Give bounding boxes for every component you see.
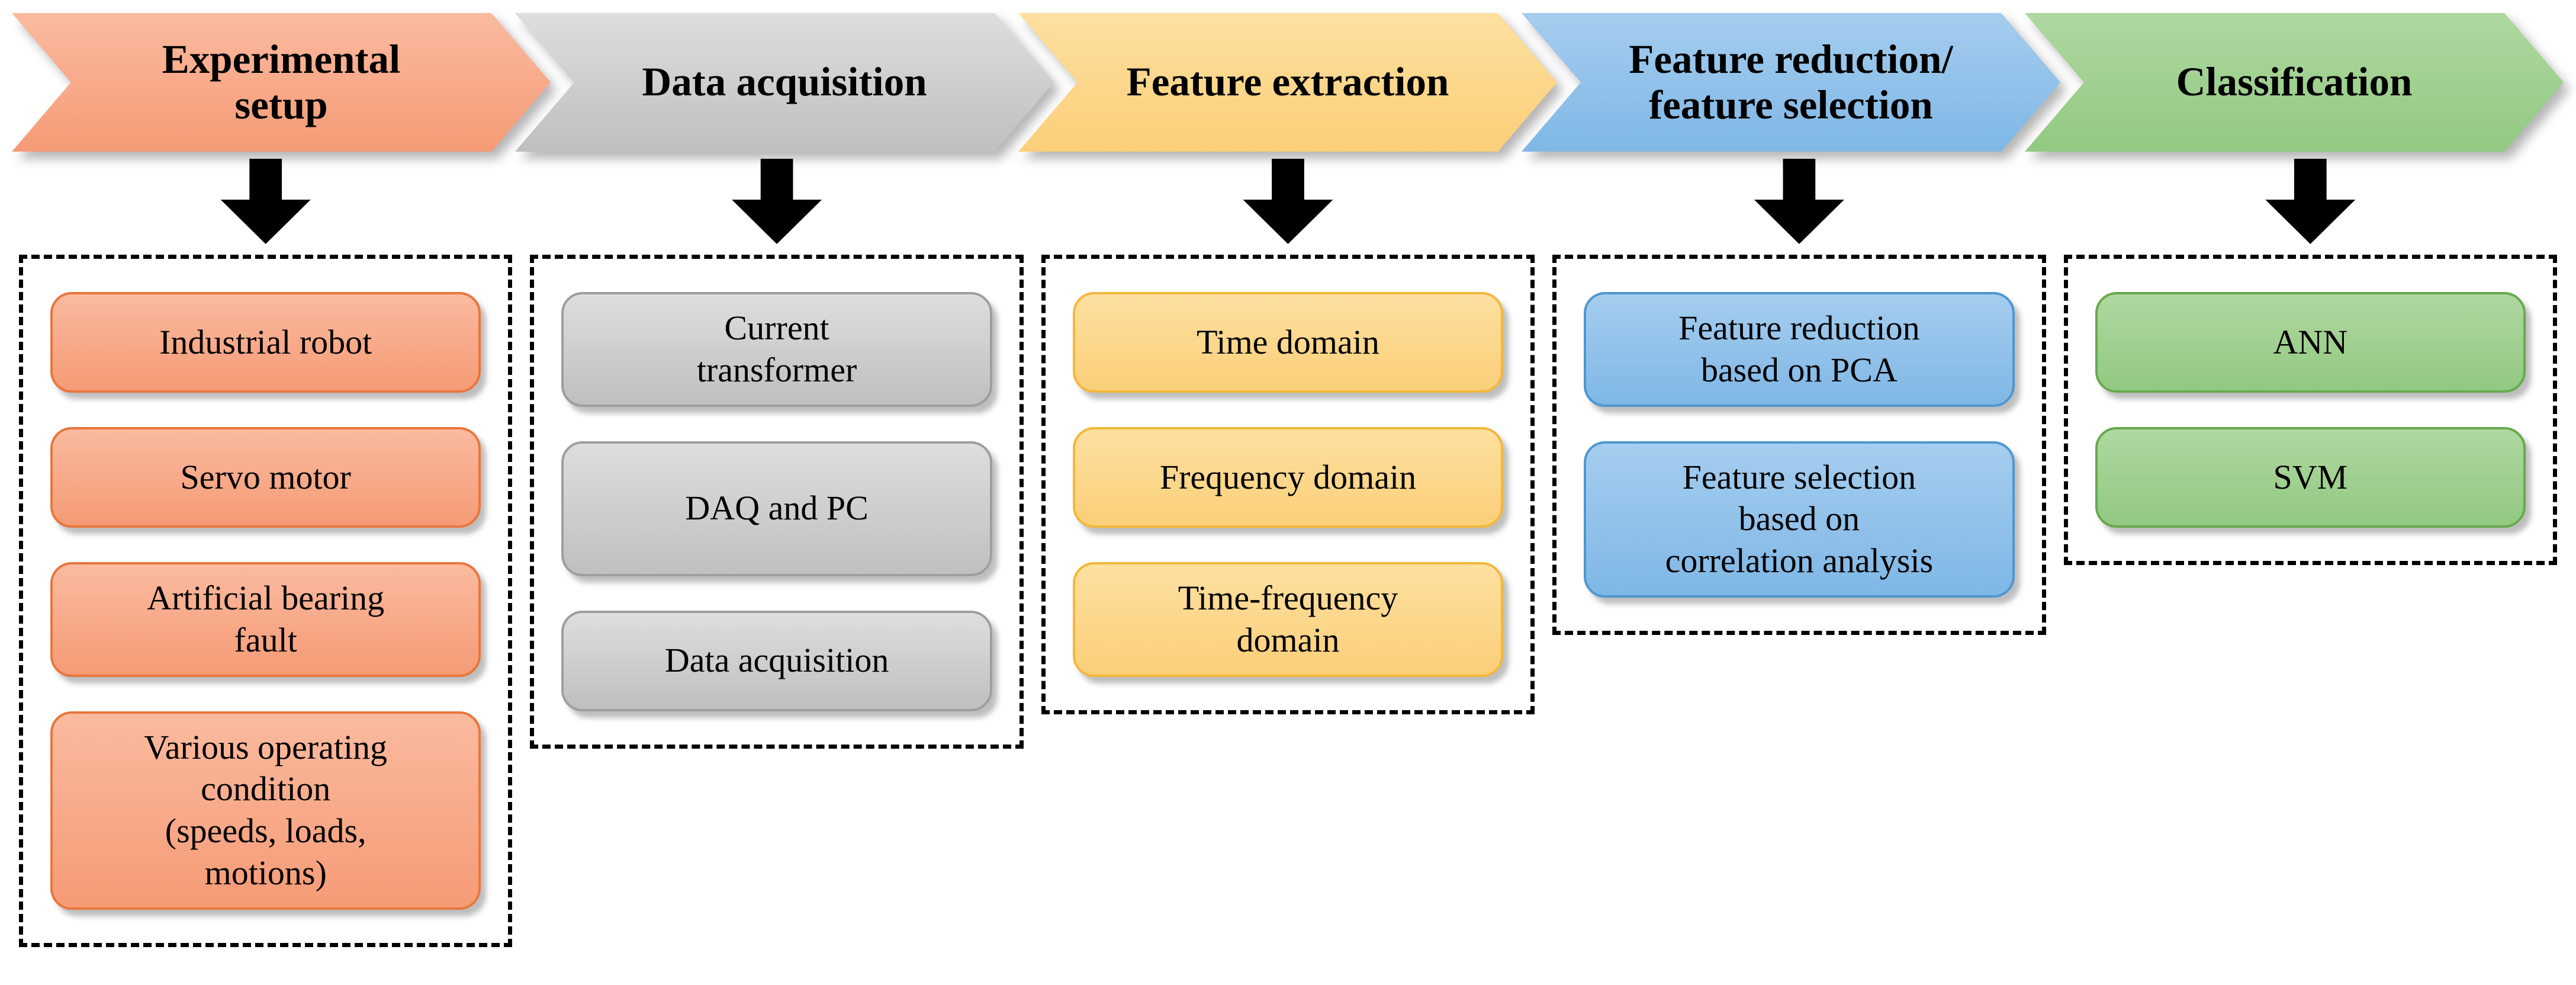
- item-data-acquisition: Data acquisition: [561, 610, 992, 711]
- chevron-wrap: Data acquisition: [515, 13, 1054, 152]
- item-label: Data acquisition: [664, 641, 889, 680]
- panel-classification: ANN SVM: [2063, 255, 2557, 565]
- stage-header-row: Experimental setup Data acquisition Feat…: [0, 13, 2576, 155]
- arrow-cell: [1552, 159, 2046, 252]
- chevron-label: Data acquisition: [642, 59, 927, 105]
- chevron-label: Feature reduction/ feature selection: [1629, 36, 1953, 127]
- panel-data-acquisition: Current transformer DAQ and PC Data acqu…: [530, 255, 1024, 749]
- item-label: SVM: [2273, 457, 2348, 496]
- panels-row: Industrial robot Servo motor Artificial …: [0, 255, 2576, 947]
- down-arrow-icon: [2265, 159, 2356, 244]
- item-feature-reduction-pca: Feature reduction based on PCA: [1584, 292, 2015, 407]
- item-daq-and-pc: DAQ and PC: [561, 441, 992, 576]
- arrows-row: [0, 159, 2576, 252]
- arrow-cell: [2064, 159, 2557, 252]
- arrow-cell: [19, 159, 512, 252]
- item-servo-motor: Servo motor: [50, 427, 481, 528]
- chevron-label: Classification: [2176, 59, 2413, 105]
- item-label: Feature selection based on correlation a…: [1665, 457, 1934, 580]
- chevron-wrap: Feature extraction: [1018, 13, 1557, 152]
- panel-feature-reduction-selection: Feature reduction based on PCA Feature s…: [1552, 255, 2046, 635]
- arrow-cell: [530, 159, 1023, 252]
- chevron-wrap: Classification: [2025, 13, 2564, 152]
- item-label: Current transformer: [696, 309, 857, 389]
- arrow-cell: [1041, 159, 1535, 252]
- chevron-label: Experimental setup: [162, 36, 401, 127]
- item-current-transformer: Current transformer: [561, 292, 992, 407]
- item-label: Frequency domain: [1159, 457, 1417, 496]
- item-label: Time-frequency domain: [1178, 579, 1398, 659]
- down-arrow-icon: [1243, 159, 1333, 244]
- item-svm: SVM: [2095, 427, 2526, 528]
- chevron-classification: Classification: [2025, 13, 2564, 152]
- panel-experimental-setup: Industrial robot Servo motor Artificial …: [19, 255, 513, 947]
- item-label: Various operating condition (speeds, loa…: [144, 727, 388, 892]
- panel-feature-extraction: Time domain Frequency domain Time-freque…: [1041, 255, 1535, 714]
- item-label: ANN: [2273, 322, 2348, 361]
- chevron-feature-reduction-selection: Feature reduction/ feature selection: [1522, 13, 2060, 152]
- item-frequency-domain: Frequency domain: [1072, 427, 1504, 528]
- item-label: DAQ and PC: [685, 489, 869, 528]
- item-industrial-robot: Industrial robot: [50, 292, 481, 393]
- chevron-data-acquisition: Data acquisition: [515, 13, 1054, 152]
- item-label: Industrial robot: [159, 322, 372, 361]
- item-ann: ANN: [2095, 292, 2526, 393]
- chevron-wrap: Feature reduction/ feature selection: [1522, 13, 2060, 152]
- item-time-domain: Time domain: [1072, 292, 1504, 393]
- chevron-feature-extraction: Feature extraction: [1018, 13, 1557, 152]
- item-time-frequency-domain: Time-frequency domain: [1072, 562, 1504, 677]
- item-label: Time domain: [1197, 322, 1379, 361]
- item-feature-selection-correlation: Feature selection based on correlation a…: [1584, 441, 2015, 598]
- down-arrow-icon: [732, 159, 822, 244]
- item-label: Servo motor: [180, 457, 351, 496]
- down-arrow-icon: [1754, 159, 1844, 244]
- item-various-operating-condition: Various operating condition (speeds, loa…: [50, 711, 481, 910]
- item-artificial-bearing-fault: Artificial bearing fault: [50, 562, 481, 677]
- chevron-label: Feature extraction: [1126, 59, 1449, 105]
- chevron-wrap: Experimental setup: [12, 13, 551, 152]
- item-label: Feature reduction based on PCA: [1678, 309, 1920, 389]
- item-label: Artificial bearing fault: [147, 579, 385, 659]
- down-arrow-icon: [220, 159, 311, 244]
- chevron-experimental-setup: Experimental setup: [12, 13, 551, 152]
